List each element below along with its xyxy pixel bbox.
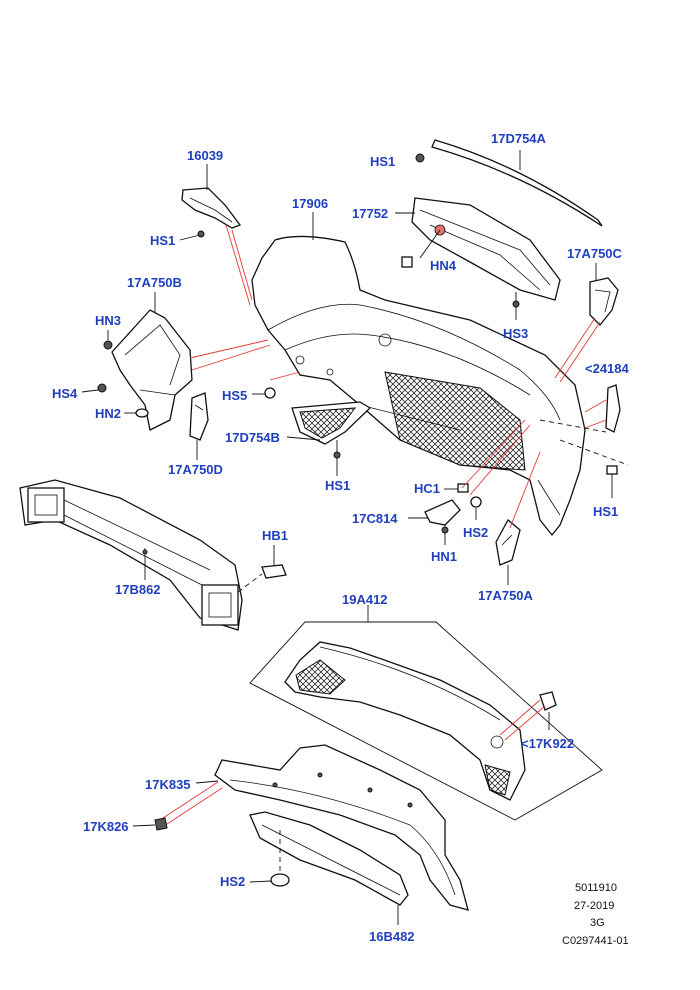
label-hs1-right[interactable]: HS1	[593, 504, 618, 519]
label-hn1[interactable]: HN1	[431, 549, 457, 564]
label-17k835[interactable]: 17K835	[145, 777, 191, 792]
part-17a750d-bracket	[189, 392, 209, 460]
label-hc1[interactable]: HC1	[414, 481, 440, 496]
label-17a750c[interactable]: 17A750C	[567, 246, 623, 261]
label-hn4[interactable]: HN4	[430, 258, 457, 273]
label-19a412[interactable]: 19A412	[342, 592, 388, 607]
label-17d754a[interactable]: 17D754A	[491, 131, 547, 146]
label-17a750a[interactable]: 17A750A	[478, 588, 534, 603]
callout-labels: 16039 HS1 17906 17D754A HS1 17752 HN4 17…	[52, 131, 630, 944]
label-17d754b[interactable]: 17D754B	[225, 430, 280, 445]
label-hs5[interactable]: HS5	[222, 388, 247, 403]
label-17b862[interactable]: 17B862	[115, 582, 161, 597]
part-17k835-diffuser	[132, 744, 469, 911]
part-19a412-valance-group	[249, 605, 603, 821]
part-17d754a-strip	[415, 139, 603, 227]
part-17c814-bracket	[408, 419, 531, 545]
label-hs2-bottom[interactable]: HS2	[220, 874, 245, 889]
part-17906-bumper-cover	[251, 212, 586, 537]
label-16039[interactable]: 16039	[187, 148, 223, 163]
reference-line-2: 27-2019	[574, 900, 614, 912]
label-17k826[interactable]: 17K826	[83, 819, 129, 834]
reference-line-4: C0297441-01	[562, 935, 629, 947]
part-17b862-impact-beam	[19, 479, 287, 631]
reference-line-1: 5011910	[575, 882, 617, 894]
label-hs2-mid[interactable]: HS2	[463, 525, 488, 540]
label-hs1-mid[interactable]: HS1	[325, 478, 350, 493]
reference-line-3: 3G	[590, 917, 605, 929]
label-16b482[interactable]: 16B482	[369, 929, 415, 944]
label-hb1[interactable]: HB1	[262, 528, 288, 543]
label-17a750b[interactable]: 17A750B	[127, 275, 182, 290]
label-hn2[interactable]: HN2	[95, 406, 121, 421]
label-hn3[interactable]: HN3	[95, 313, 121, 328]
label-hs1-top[interactable]: HS1	[370, 154, 395, 169]
label-17k922[interactable]: <17K922	[521, 736, 574, 751]
part-17a750c-bracket	[554, 263, 619, 383]
part-17a750a-bracket	[495, 451, 541, 585]
label-17a750d[interactable]: 17A750D	[168, 462, 223, 477]
label-17752[interactable]: 17752	[352, 206, 388, 221]
part-17752-reinforcement	[395, 197, 561, 320]
reference-block: 5011910 27-2019 3G C0297441-01	[562, 882, 629, 947]
part-17a750b-bracket	[81, 292, 271, 431]
label-17906[interactable]: 17906	[292, 196, 328, 211]
label-hs1-top-left[interactable]: HS1	[150, 233, 175, 248]
part-16b482-skid-plate	[249, 811, 409, 925]
label-hs4[interactable]: HS4	[52, 386, 78, 401]
part-24184	[539, 384, 629, 498]
label-hs3[interactable]: HS3	[503, 326, 528, 341]
label-24184[interactable]: <24184	[585, 361, 630, 376]
part-17d754b-panel	[252, 371, 372, 476]
label-17c814[interactable]: 17C814	[352, 511, 398, 526]
part-16039-bracket	[179, 164, 253, 306]
